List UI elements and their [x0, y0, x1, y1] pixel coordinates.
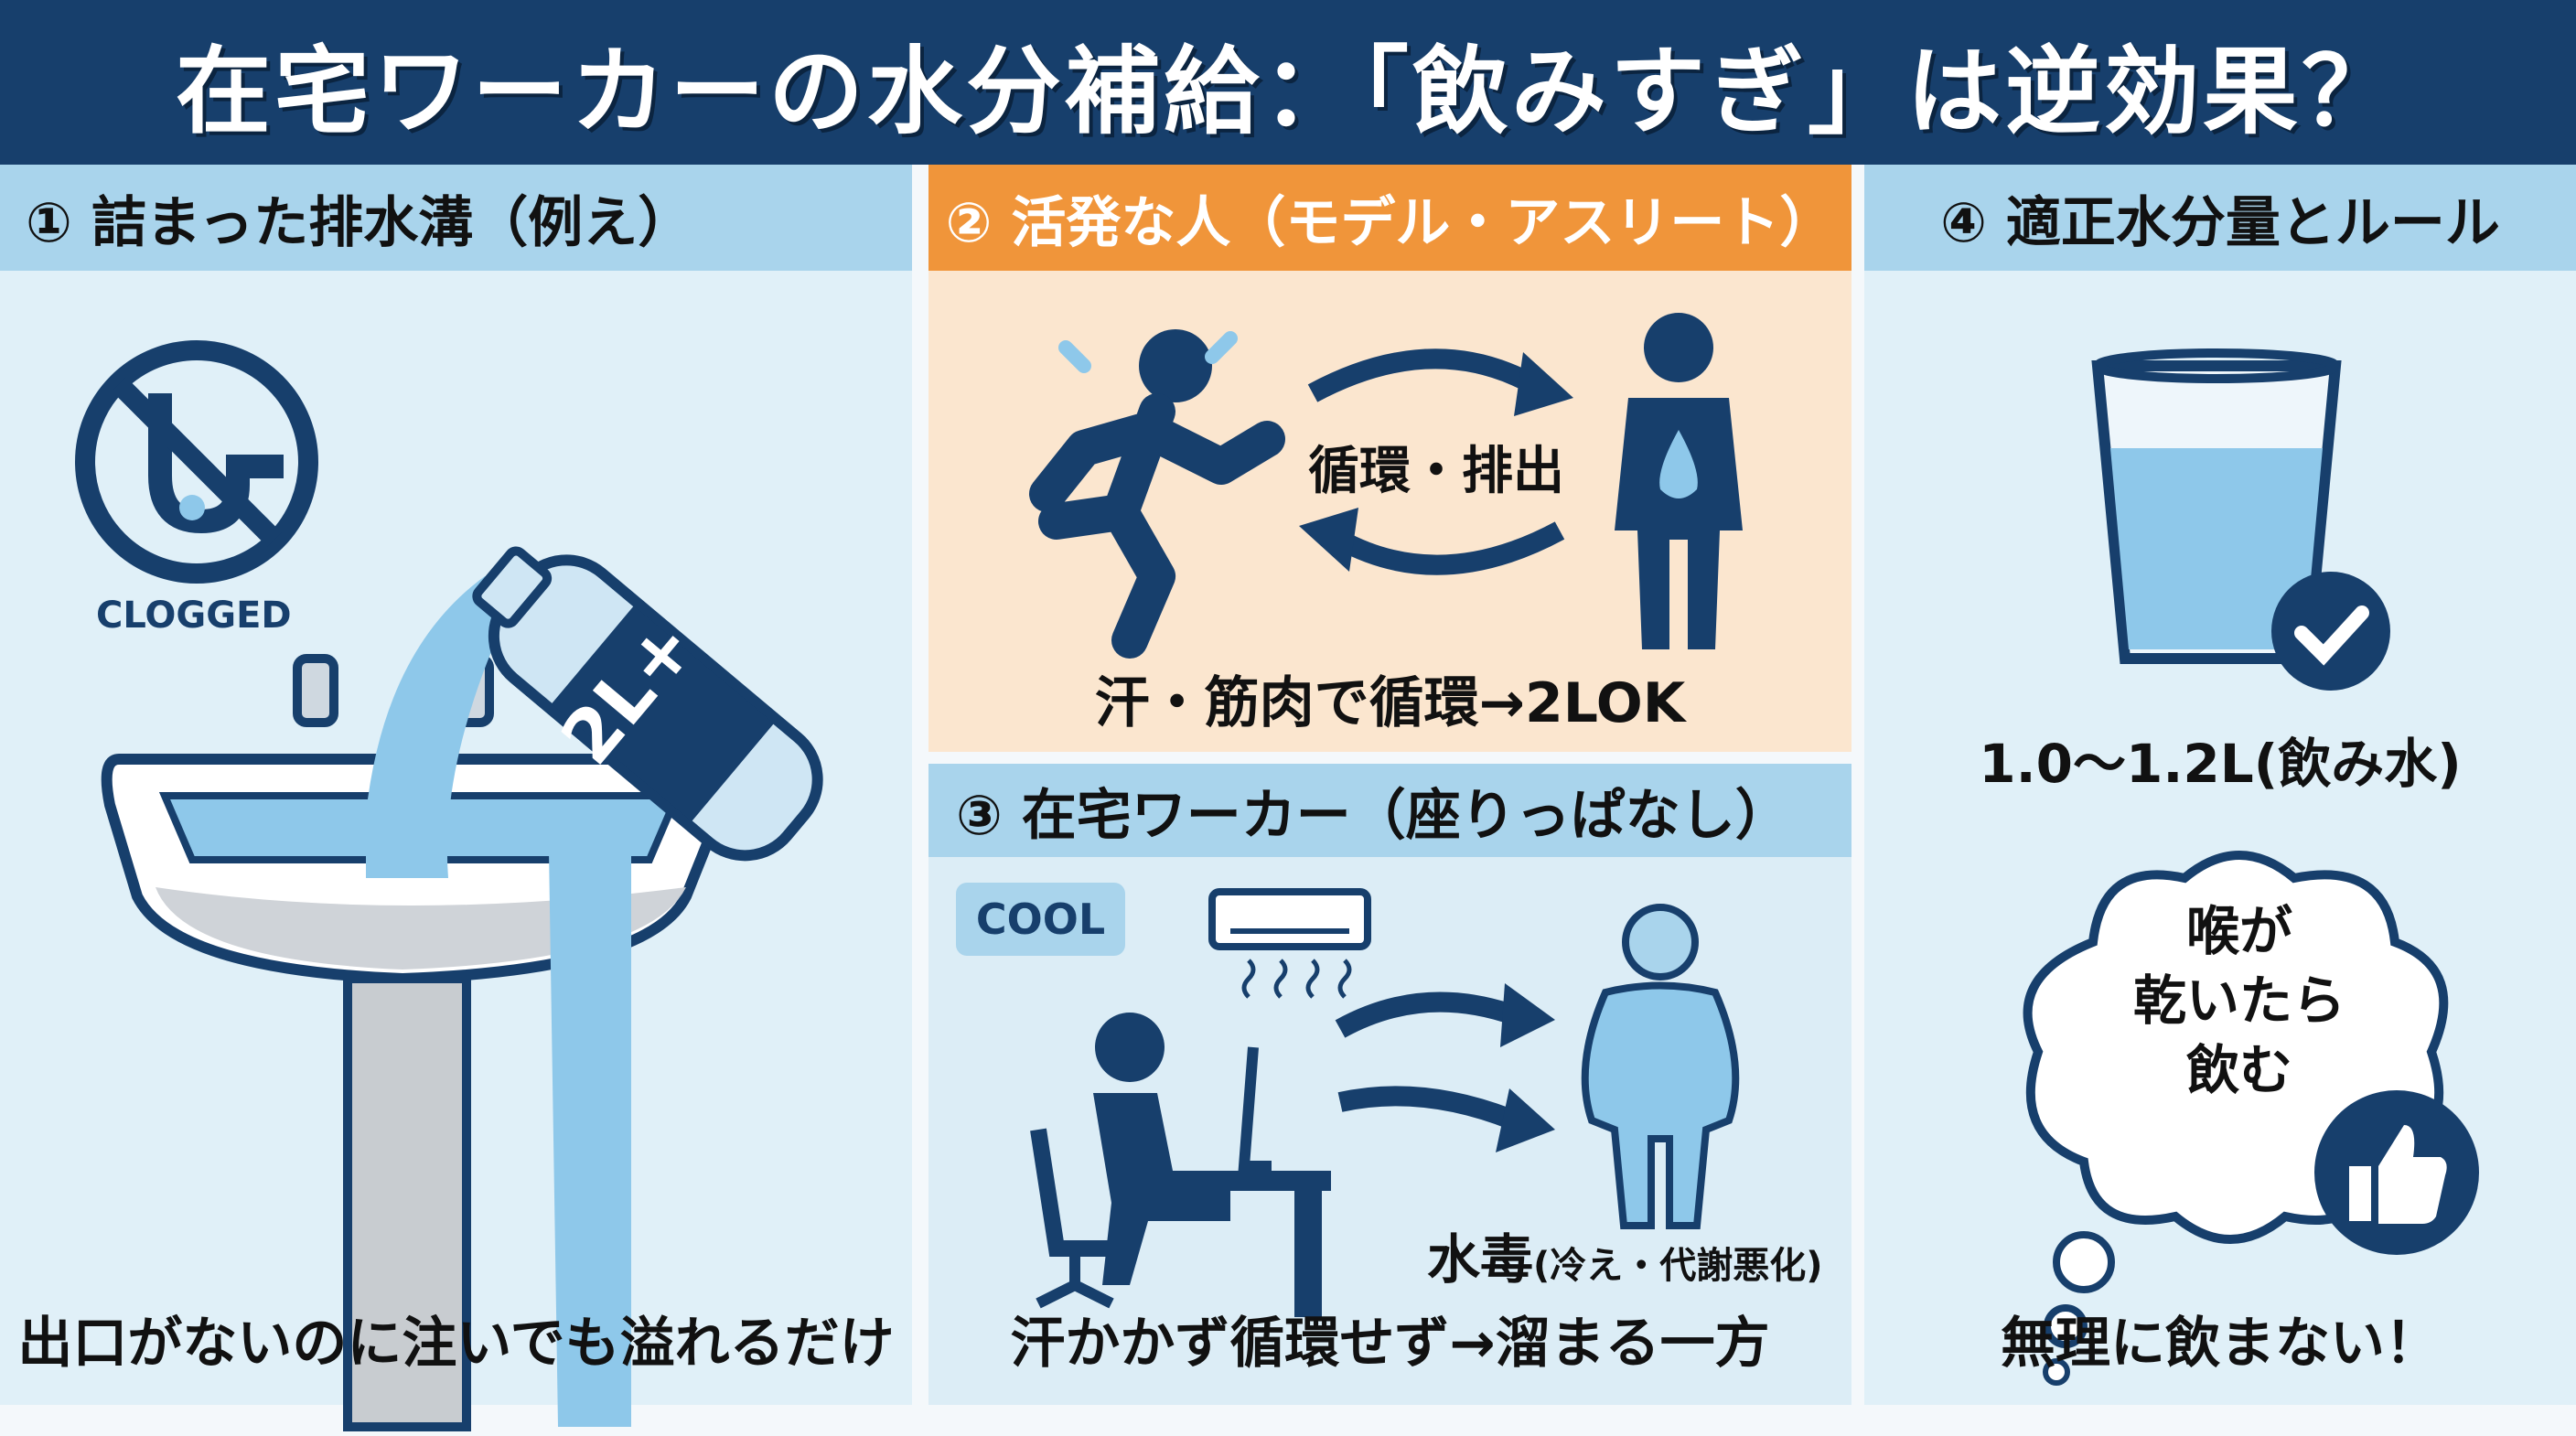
air-conditioner-icon: [1208, 888, 1371, 999]
section-4-header-text: ④ 適正水分量とルール: [1940, 190, 2500, 255]
section-1-header: ① 詰まった排水溝（例え）: [0, 165, 912, 271]
section-3-header-text: ③ 在宅ワーカー（座りっぱなし）: [956, 783, 1790, 848]
cool-label: COOL: [975, 895, 1106, 944]
person-water-icon: [1615, 313, 1743, 649]
section-2-header: ② 活発な人（モデル・アスリート）: [928, 165, 1852, 271]
section-1-caption: 出口がないのに注いでも溢れるだけ: [17, 1312, 895, 1376]
page-title: 在宅ワーカーの水分補給：「飲みすぎ」は逆効果？: [175, 35, 2400, 147]
section-2-header-text: ② 活発な人（モデル・アスリート）: [945, 190, 1835, 255]
section-4-panel: ④ 適正水分量とルール 1.0〜1.2L(飲み水) 喉が 乾いたら 飲む 無理に…: [1864, 165, 2576, 1405]
section-2-caption: 汗・筋肉で循環→2LOK: [1094, 671, 1686, 735]
no-drain-icon: [75, 340, 318, 584]
water-bottle-icon: [472, 546, 823, 862]
cycle-arrows-icon: [1299, 348, 1573, 575]
section-3-caption: 汗かかず循環せず→溜まる一方: [1010, 1312, 1770, 1376]
thumbs-up-icon: [2314, 1090, 2479, 1255]
arrows-icon: [1335, 983, 1555, 1152]
thought-line-1: 喉が: [2185, 900, 2292, 962]
section-3-header: ③ 在宅ワーカー（座りっぱなし）: [928, 764, 1852, 857]
amount-label: 1.0〜1.2L(飲み水): [1979, 733, 2462, 795]
section-2-panel: ② 活発な人（モデル・アスリート） 循環・排出 汗・筋肉で循環→2LOK: [928, 165, 1852, 752]
water-glass-icon: [2091, 348, 2342, 664]
section-3-panel: ③ 在宅ワーカー（座りっぱなし） COOL 水毒(冷え・代謝悪化) 汗かかず循環…: [928, 764, 1852, 1405]
result-main: 水毒: [1427, 1228, 1534, 1291]
result-note: (冷え・代謝悪化): [1533, 1245, 1823, 1287]
result-label: 水毒(冷え・代謝悪化): [1427, 1216, 1823, 1293]
desk-worker-icon: [1030, 1013, 1331, 1317]
cycle-label: 循環・排出: [1308, 442, 1564, 501]
check-icon: [2271, 572, 2390, 691]
section-1-header-text: ① 詰まった排水溝（例え）: [26, 190, 693, 255]
section-4-caption: 無理に飲まない！: [2001, 1312, 2440, 1376]
bloated-person-icon: [1581, 904, 1740, 1229]
thought-text: 喉が 乾いたら 飲む: [2047, 896, 2431, 1105]
thought-line-2: 乾いたら: [2132, 970, 2345, 1032]
thought-line-3: 飲む: [2185, 1039, 2292, 1101]
cool-bubble: COOL: [956, 883, 1125, 956]
running-person-icon: [1029, 329, 1285, 659]
section-4-header: ④ 適正水分量とルール: [1864, 165, 2576, 271]
clogged-label: CLOGGED: [96, 595, 292, 637]
section-1-panel: ① 詰まった排水溝（例え） CLOGGED 2L+ 出口がないのに注いでも溢れる…: [0, 165, 912, 1431]
water-stream: [366, 576, 631, 1427]
title-banner: 在宅ワーカーの水分補給：「飲みすぎ」は逆効果？: [0, 0, 2576, 165]
